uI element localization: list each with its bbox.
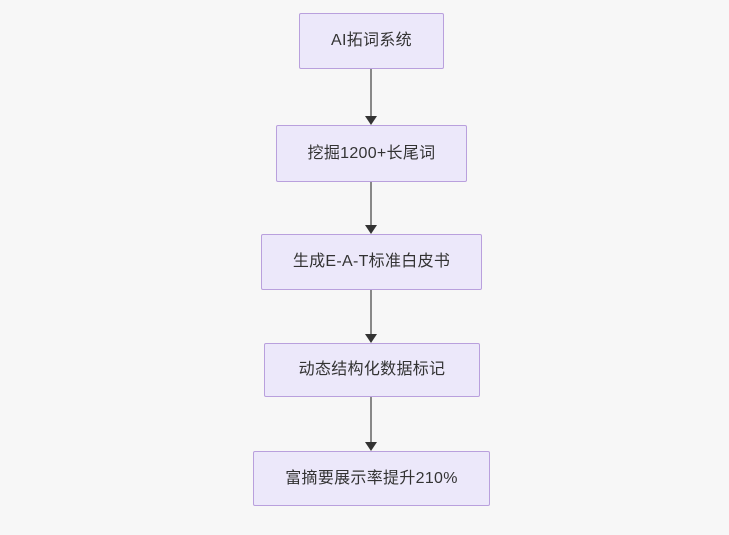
arrow-head-icon <box>365 334 377 343</box>
flow-node-label: 富摘要展示率提升210% <box>285 469 458 487</box>
flow-connector-arrow-3 <box>358 290 384 343</box>
flow-node-ai-keyword-system[interactable]: AI拓词系统 <box>299 13 444 69</box>
flow-node-generate-eat-whitepaper[interactable]: 生成E-A-T标准白皮书 <box>261 234 482 290</box>
arrow-head-icon <box>365 442 377 451</box>
flow-connector-arrow-1 <box>358 69 384 125</box>
flow-connector-arrow-4 <box>358 397 384 451</box>
flow-node-mine-longtail-keywords[interactable]: 挖掘1200+长尾词 <box>276 125 467 182</box>
connector-line <box>369 397 373 443</box>
connector-line <box>369 182 373 226</box>
connector-line <box>369 69 373 117</box>
arrow-head-icon <box>365 116 377 125</box>
flow-node-label: 生成E-A-T标准白皮书 <box>292 253 451 271</box>
flow-node-label: AI拓词系统 <box>331 32 412 50</box>
connector-line <box>369 290 373 335</box>
arrow-head-icon <box>365 225 377 234</box>
flow-node-dynamic-structured-data-markup[interactable]: 动态结构化数据标记 <box>264 343 480 397</box>
flow-node-rich-snippet-impression-lift[interactable]: 富摘要展示率提升210% <box>253 451 490 506</box>
flow-connector-arrow-2 <box>358 182 384 234</box>
flow-node-label: 挖掘1200+长尾词 <box>307 144 436 162</box>
flow-node-label: 动态结构化数据标记 <box>298 361 446 379</box>
